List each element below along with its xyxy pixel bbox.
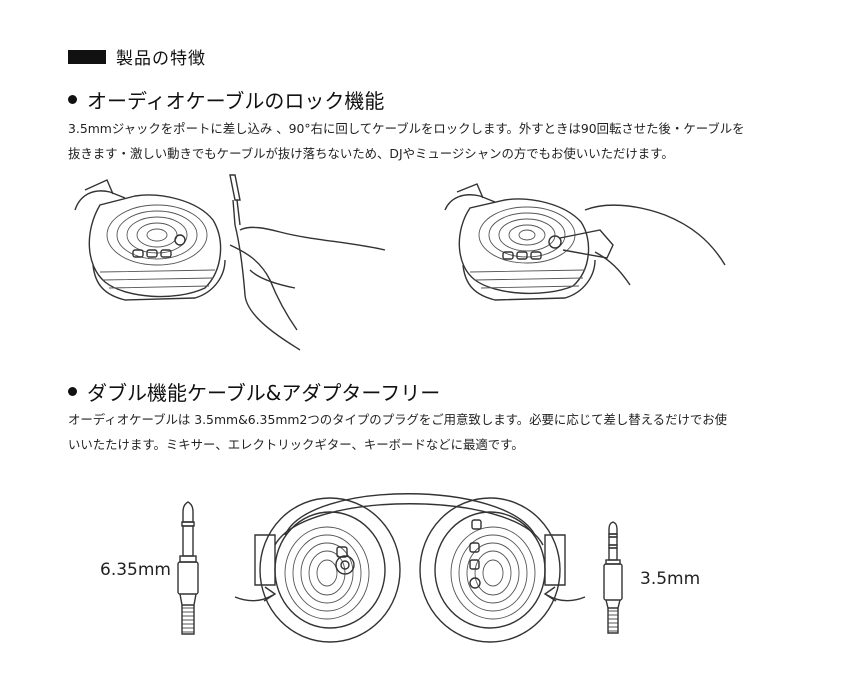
headphones-front-illustration: [215, 475, 605, 655]
section-marker: [68, 50, 106, 64]
section-title: 製品の特徴: [116, 44, 206, 69]
plug-label-6-35mm: 6.35mm: [100, 560, 171, 580]
bullet-icon: [68, 95, 77, 104]
plug-label-3-5mm: 3.5mm: [640, 569, 700, 589]
feature-title-dual-cable: ダブル機能ケーブル&アダプターフリー: [68, 377, 440, 406]
feature-title-text: ダブル機能ケーブル&アダプターフリー: [87, 377, 440, 406]
feature-title-cable-lock: オーディオケーブルのロック機能: [68, 85, 384, 114]
plug-6-35mm-icon: [170, 500, 206, 640]
description-line: 3.5mmジャックをポートに差し込み 、90°右に回してケーブルをロックします。…: [68, 116, 808, 141]
illustration-plug-insert: [65, 170, 395, 360]
feature-description-dual-cable: オーディオケーブルは 3.5mm&6.35mm2つのタイプのプラグをご用意致しま…: [68, 407, 808, 457]
section-header: 製品の特徴: [68, 44, 206, 69]
plug-3-5mm-icon: [598, 520, 628, 640]
description-line: 抜きます・激しい動きでもケーブルが抜け落ちないため、DJやミュージシャンの方でも…: [68, 141, 808, 166]
description-line: オーディオケーブルは 3.5mm&6.35mm2つのタイプのプラグをご用意致しま…: [68, 407, 808, 432]
feature-title-text: オーディオケーブルのロック機能: [87, 85, 384, 114]
illustration-plug-locked: [435, 180, 735, 310]
feature-description-cable-lock: 3.5mmジャックをポートに差し込み 、90°右に回してケーブルをロックします。…: [68, 116, 808, 166]
bullet-icon: [68, 387, 77, 396]
description-line: いいたたけます。ミキサー、エレクトリックギター、キーボードなどに最適です。: [68, 432, 808, 457]
